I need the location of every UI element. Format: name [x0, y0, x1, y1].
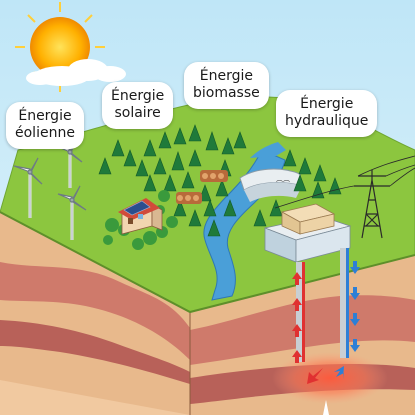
hot-flow-arrows — [292, 272, 323, 384]
label-biomass-energy: Énergie biomasse — [184, 62, 269, 109]
forest — [98, 124, 342, 237]
svg-text:⌒⌒: ⌒⌒ — [276, 180, 290, 188]
log-pile-icon — [176, 170, 228, 204]
label-hydro-line1: Énergie — [300, 96, 354, 112]
label-solar-energy: Énergie solaire — [102, 82, 174, 129]
heat-zone-icon — [272, 352, 388, 404]
electricity-pylon-icon — [274, 155, 415, 239]
power-plant-icon — [263, 203, 352, 362]
label-solar-line1: Énergie — [111, 88, 165, 104]
wind-turbine-icon — [13, 137, 87, 240]
drill-marker — [323, 400, 329, 415]
label-hydro-line2: hydraulique — [285, 113, 369, 129]
label-wind-line1: Énergie — [18, 108, 72, 124]
cloud-icon — [26, 59, 126, 86]
cold-flow-arrows — [334, 261, 360, 379]
label-solar-line2: solaire — [114, 105, 161, 121]
label-biomass-line1: Énergie — [199, 68, 253, 84]
label-hydro-energy: Énergie hydraulique — [276, 90, 378, 137]
label-wind-energy: Énergie éolienne — [6, 102, 84, 149]
label-wind-line2: éolienne — [15, 125, 75, 141]
house-with-solar-panel-icon — [118, 198, 163, 235]
label-biomass-line2: biomasse — [193, 85, 260, 101]
